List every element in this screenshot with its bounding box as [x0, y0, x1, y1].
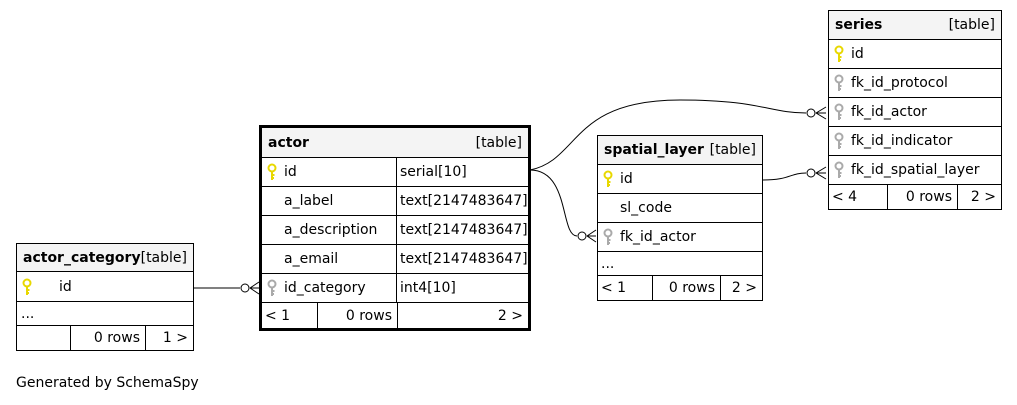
column-row[interactable]: fk_id_protocol	[829, 69, 1001, 98]
primary-key-icon	[598, 170, 618, 188]
footer-rows: 0 rows	[70, 326, 145, 350]
link-actor-category-circle	[240, 283, 250, 293]
column-name: fk_id_actor	[620, 229, 696, 245]
column-name: fk_id_actor	[851, 104, 927, 120]
link-actor-category-crowsfoot	[249, 281, 260, 295]
table-header: actor [table]	[262, 128, 528, 158]
column-name: fk_id_protocol	[851, 75, 948, 91]
column-name: sl_code	[620, 200, 672, 216]
link-series-spatial-layer	[762, 172, 807, 181]
primary-key-icon	[262, 163, 282, 181]
column-name: id	[851, 46, 864, 62]
table-tag: [table]	[948, 17, 995, 33]
link-series-spatial-layer-crowsfoot	[815, 166, 827, 180]
footer-rows: 0 rows	[317, 303, 397, 328]
table-footer: < 4 0 rows 2 >	[829, 185, 1001, 209]
foreign-key-icon	[829, 74, 849, 92]
column-row[interactable]: fk_id_indicator	[829, 127, 1001, 156]
foreign-key-icon	[829, 132, 849, 150]
table-header: series [table]	[829, 11, 1001, 40]
table-header: spatial_layer [table]	[598, 136, 762, 165]
table-tag: [table]	[475, 134, 522, 151]
footer-parents[interactable]: < 4	[832, 189, 858, 205]
column-row[interactable]: id_category int4[10]	[262, 274, 528, 303]
table-actor-category[interactable]: actor_category [table] id ... 0 rows 1 >	[16, 243, 194, 351]
link-series-actor-crowsfoot	[815, 106, 827, 120]
column-row[interactable]: a_label text[2147483647]	[262, 187, 528, 216]
column-type: text[2147483647]	[396, 187, 528, 215]
table-footer: 0 rows 1 >	[17, 326, 193, 350]
table-spatial-layer[interactable]: spatial_layer [table] id sl_code fk_id_a…	[597, 135, 763, 301]
foreign-key-icon	[829, 103, 849, 121]
table-name: actor	[268, 134, 309, 151]
primary-key-icon	[17, 278, 37, 296]
column-row[interactable]: a_description text[2147483647]	[262, 216, 528, 245]
footer-parents[interactable]: < 1	[265, 307, 291, 324]
table-series[interactable]: series [table] id fk_id_protocol fk_id_a…	[828, 10, 1002, 210]
column-name: id	[59, 278, 72, 295]
footer-children[interactable]: 2 >	[957, 185, 1001, 209]
column-name: id	[284, 164, 297, 180]
link-spatial-layer-actor-circle	[577, 231, 587, 241]
column-row[interactable]: fk_id_spatial_layer	[829, 156, 1001, 185]
column-name: a_email	[284, 251, 339, 267]
table-tag: [table]	[709, 142, 756, 158]
primary-key-icon	[829, 45, 849, 63]
table-name: spatial_layer	[604, 142, 704, 158]
generated-by-label: Generated by SchemaSpy	[16, 375, 199, 391]
table-name: actor_category	[23, 249, 141, 266]
column-type: int4[10]	[396, 274, 528, 302]
footer-children[interactable]: 2 >	[720, 276, 762, 300]
column-row[interactable]: a_email text[2147483647]	[262, 245, 528, 274]
foreign-key-icon	[262, 279, 282, 297]
footer-rows: 0 rows	[652, 276, 720, 300]
more-columns: ...	[598, 252, 762, 276]
column-row[interactable]: id	[17, 272, 193, 302]
column-row[interactable]: id	[829, 40, 1001, 69]
column-name: id	[620, 171, 633, 187]
table-footer: < 1 0 rows 2 >	[262, 303, 528, 328]
footer-parents[interactable]: < 1	[601, 280, 627, 296]
column-name: id_category	[284, 280, 366, 296]
column-row[interactable]: fk_id_actor	[598, 223, 762, 252]
foreign-key-icon	[598, 228, 618, 246]
table-actor[interactable]: actor [table] id serial[10] a_label text…	[259, 125, 531, 331]
column-name: fk_id_indicator	[851, 133, 953, 149]
column-type: text[2147483647]	[396, 245, 528, 273]
column-type: text[2147483647]	[396, 216, 528, 244]
table-tag: [table]	[140, 249, 187, 266]
column-type: serial[10]	[396, 158, 528, 186]
more-columns: ...	[17, 302, 193, 326]
column-row[interactable]: sl_code	[598, 194, 762, 223]
column-name: a_description	[284, 222, 378, 238]
table-header: actor_category [table]	[17, 244, 193, 272]
table-name: series	[835, 17, 883, 33]
link-spatial-layer-actor	[529, 169, 578, 237]
foreign-key-icon	[829, 161, 849, 179]
link-series-actor	[529, 99, 807, 171]
footer-rows: 0 rows	[887, 185, 957, 209]
link-series-actor-circle	[806, 108, 816, 118]
footer-children[interactable]: 1 >	[145, 326, 193, 350]
column-name: a_label	[284, 193, 334, 209]
column-row[interactable]: id serial[10]	[262, 158, 528, 187]
footer-children[interactable]: 2 >	[397, 303, 528, 328]
link-spatial-layer-actor-crowsfoot	[586, 229, 597, 243]
footer-parents[interactable]	[17, 326, 70, 350]
link-series-spatial-layer-circle	[806, 168, 816, 178]
table-footer: < 1 0 rows 2 >	[598, 276, 762, 300]
column-row[interactable]: id	[598, 165, 762, 194]
column-name: fk_id_spatial_layer	[851, 162, 980, 178]
column-row[interactable]: fk_id_actor	[829, 98, 1001, 127]
